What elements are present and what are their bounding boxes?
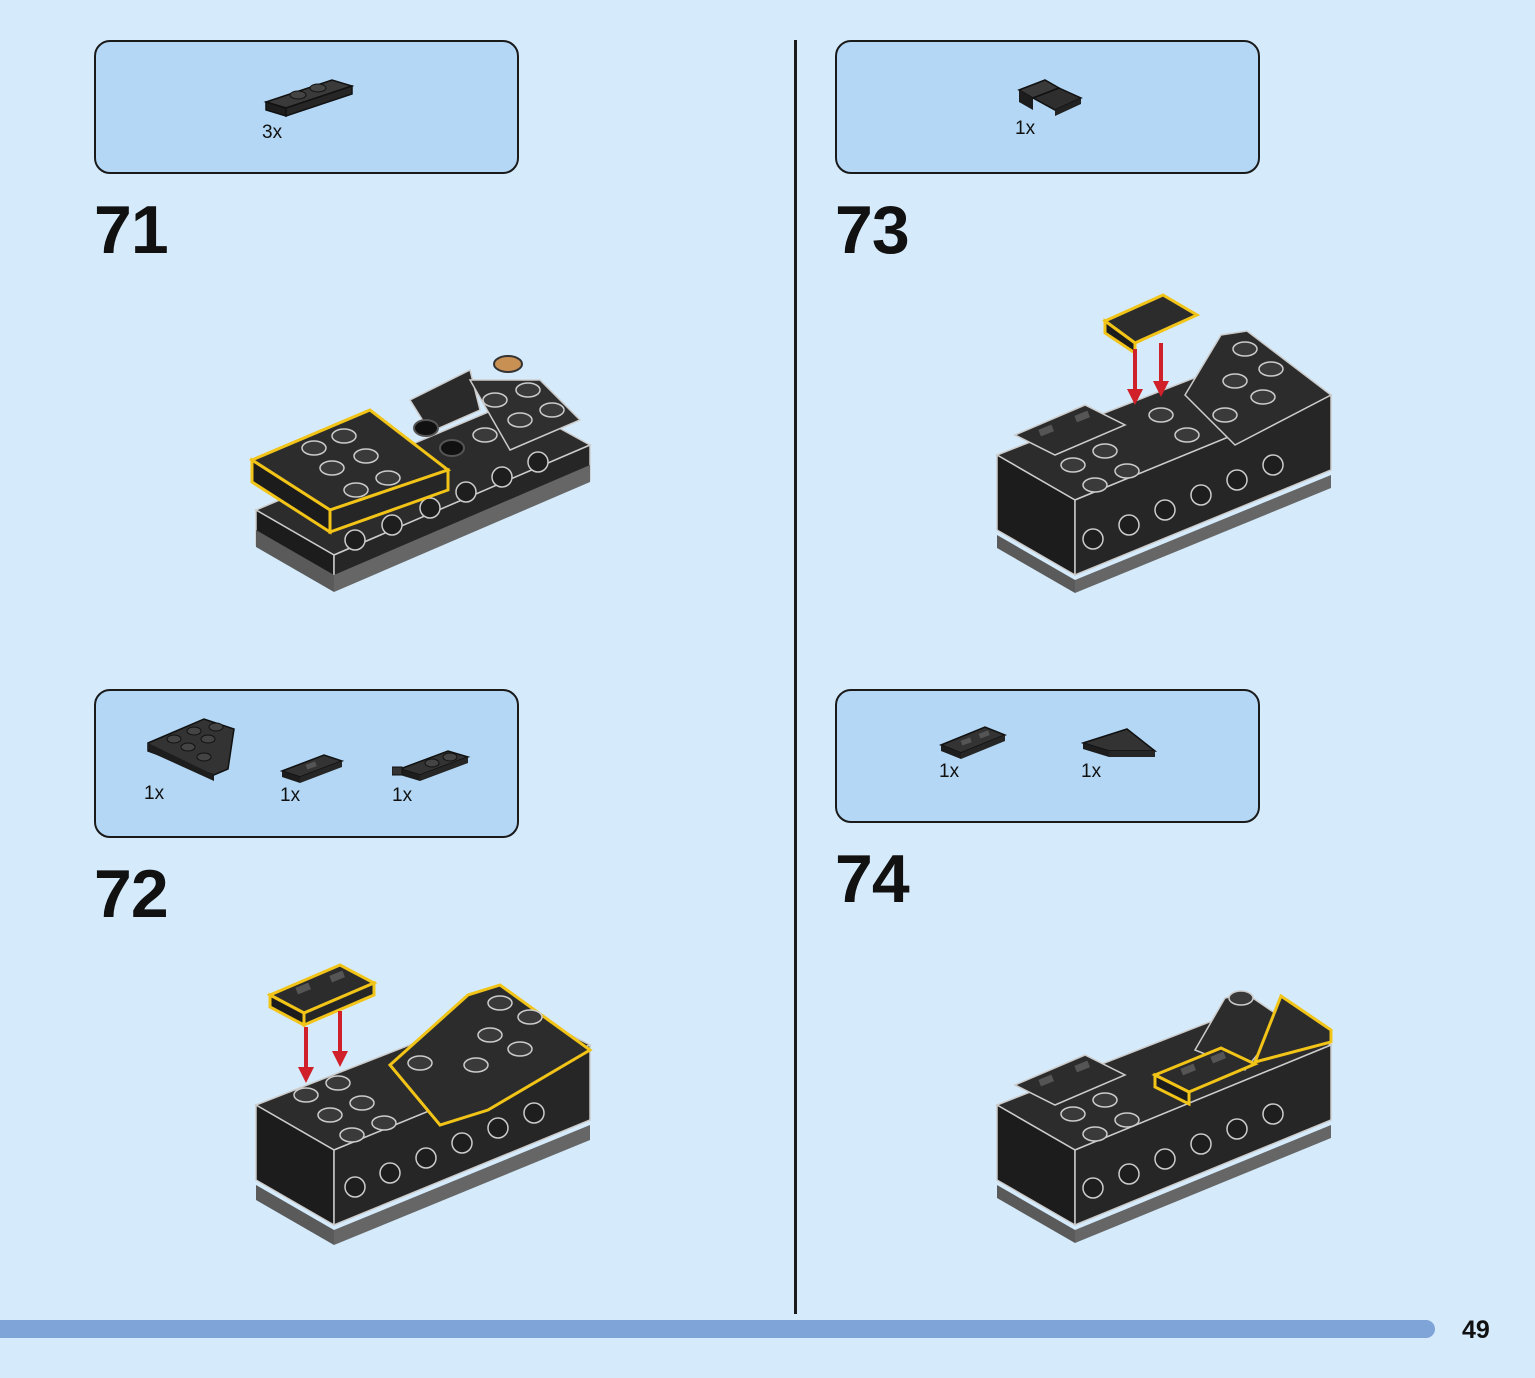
page-progress-bar: [0, 1320, 1435, 1338]
step-74-part-2-qty: 1x: [1081, 761, 1102, 782]
step-73-parts-box: 1x: [835, 40, 1260, 174]
step-72-part-3: 1x: [392, 747, 472, 807]
step-74-model-illustration: [995, 990, 1333, 1243]
step-74-parts-box: 1x 1x: [835, 689, 1260, 823]
step-71-number: 71: [94, 192, 169, 268]
wedge-tile-icon: [1081, 728, 1157, 757]
step-74-part-2: 1x: [1081, 727, 1157, 783]
wedge-plate-icon: [147, 718, 235, 781]
clip-plate-icon: [392, 750, 471, 781]
column-divider: [794, 40, 797, 1314]
step-72-parts-box: 1x 1x 1x: [94, 689, 519, 838]
step-72-part-3-qty: 1x: [392, 785, 413, 806]
slope-brick-icon: [1017, 79, 1083, 116]
step-71-model-illustration: [248, 355, 592, 592]
step-72-part-2-qty: 1x: [280, 785, 301, 806]
step-73-part-1: 1x: [1015, 76, 1085, 140]
step-72-part-2: 1x: [280, 753, 344, 807]
plate-1x2-icon: [263, 79, 354, 118]
tile-1x2-icon: [280, 754, 344, 783]
step-72-part-1: 1x: [144, 713, 240, 805]
step-72-model-illustration: [254, 963, 593, 1245]
tile-1x2-icon: [939, 726, 1007, 759]
step-73-number: 73: [835, 192, 910, 268]
step-74-part-1: 1x: [939, 725, 1007, 783]
step-71-part-1: 3x: [262, 72, 354, 144]
step-71-parts-box: 3x: [94, 40, 519, 174]
step-72-part-1-qty: 1x: [144, 783, 165, 804]
step-73-model-illustration: [995, 293, 1333, 593]
step-74-part-1-qty: 1x: [939, 761, 960, 782]
step-74-number: 74: [835, 841, 910, 917]
page-number: 49: [1462, 1316, 1490, 1344]
step-73-part-1-qty: 1x: [1015, 118, 1036, 139]
step-72-number: 72: [94, 856, 169, 932]
step-71-part-1-qty: 3x: [262, 122, 283, 143]
